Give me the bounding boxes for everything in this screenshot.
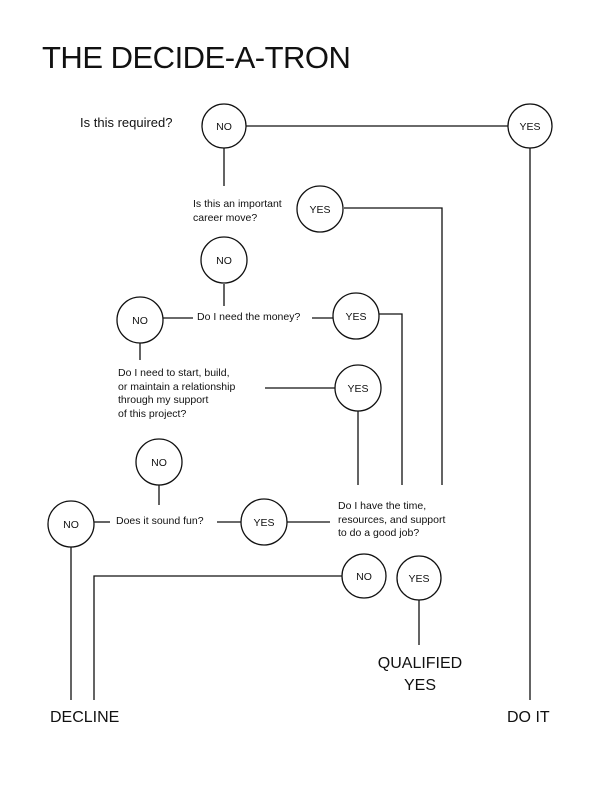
- node-capacity-no: NO: [341, 553, 387, 599]
- answer-no-label: NO: [216, 121, 232, 133]
- answer-yes-label: YES: [253, 517, 274, 529]
- node-required-yes: YES: [507, 103, 553, 149]
- question-capacity-line: to do a good job?: [338, 527, 420, 539]
- outcome-qualified-yes-line: QUALIFIED: [377, 655, 463, 672]
- connector-money-yes-to-capacity: [379, 313, 403, 485]
- node-required-no: NO: [201, 103, 247, 149]
- connectors: [70, 125, 531, 700]
- connector-career-yes-to-capacity: [344, 207, 443, 485]
- node-fun-yes: YES: [240, 498, 288, 546]
- question-capacity-line: Do I have the time,: [338, 500, 427, 512]
- question-relationship: Do I need to start, build, or maintain a…: [118, 367, 235, 421]
- question-relationship-line: of this project?: [118, 407, 187, 420]
- question-capacity-line: resources, and support: [338, 513, 446, 526]
- question-relationship-line: through my support: [118, 394, 209, 406]
- connector-capacity-no-to-decline: [93, 575, 342, 700]
- answer-no-label: NO: [151, 457, 167, 469]
- answer-no-label: NO: [63, 519, 79, 531]
- page-title: THE DECIDE-A-TRON: [42, 40, 351, 75]
- answer-no-label: NO: [132, 315, 148, 327]
- question-money: Do I need the money?: [197, 311, 301, 323]
- answer-yes-label: YES: [347, 383, 368, 395]
- node-relationship-yes: YES: [334, 364, 382, 412]
- node-career-yes: YES: [296, 185, 344, 233]
- node-fun-no: NO: [47, 500, 95, 548]
- question-relationship-line: Do I need to start, build,: [118, 367, 230, 379]
- answer-yes-label: YES: [345, 311, 366, 323]
- outcome-qualified-yes-line: YES: [403, 677, 436, 694]
- question-capacity: Do I have the time, resources, and suppo…: [338, 500, 445, 541]
- node-capacity-yes: YES: [396, 555, 442, 601]
- outcome-decline: DECLINE: [50, 709, 120, 726]
- question-fun: Does it sound fun?: [116, 515, 204, 527]
- question-career-line: Is this an important: [193, 198, 282, 210]
- answer-yes-label: YES: [309, 204, 330, 216]
- question-career-line: career move?: [193, 211, 258, 224]
- question-career: Is this an important career move?: [193, 198, 282, 225]
- answer-yes-label: YES: [408, 573, 429, 585]
- question-required: Is this required?: [80, 115, 173, 130]
- answer-no-label: NO: [216, 255, 232, 267]
- node-relationship-no: NO: [135, 438, 183, 486]
- node-money-no: NO: [116, 296, 164, 344]
- node-career-no: NO: [200, 236, 248, 284]
- outcome-do-it: DO IT: [507, 709, 550, 726]
- outcome-qualified-yes: QUALIFIED YES: [368, 653, 472, 697]
- answer-yes-label: YES: [519, 121, 540, 133]
- node-money-yes: YES: [332, 292, 380, 340]
- answer-no-label: NO: [356, 571, 372, 583]
- question-relationship-line: or maintain a relationship: [118, 380, 236, 393]
